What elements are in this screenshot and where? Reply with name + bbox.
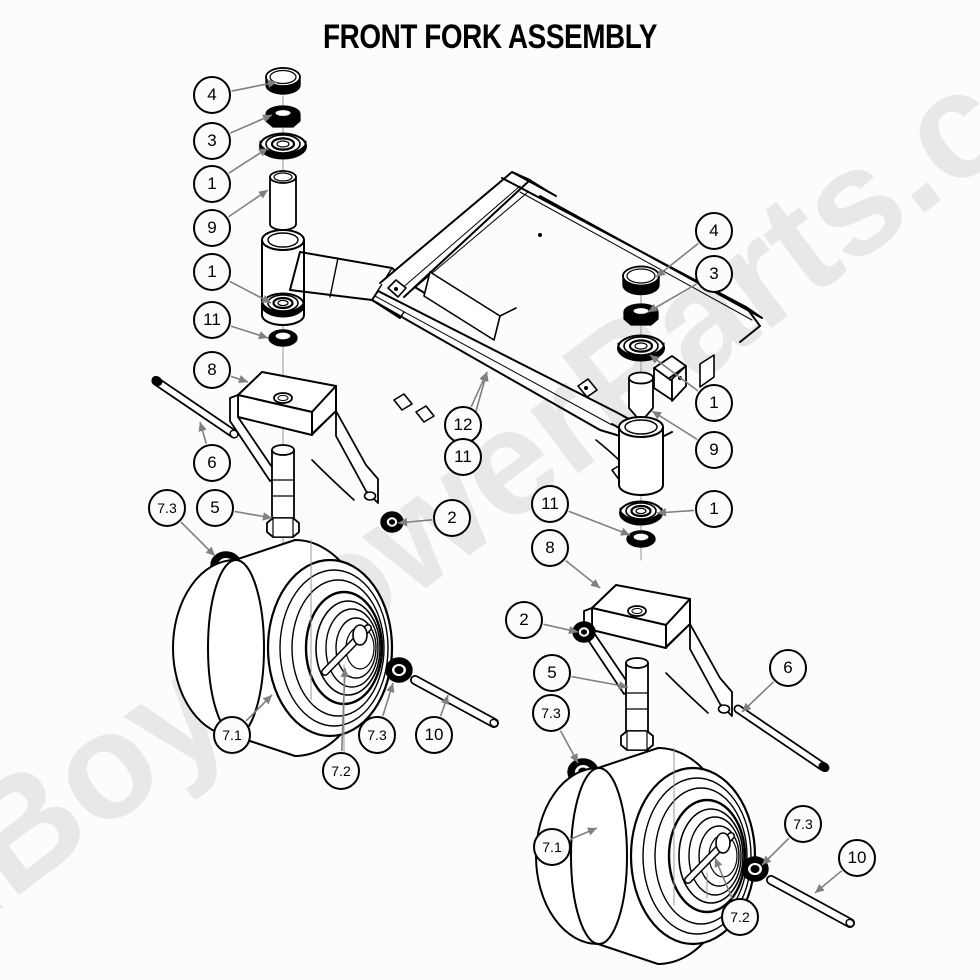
callout-arrowhead — [657, 508, 667, 517]
callout-bubble-3[interactable]: 3 — [695, 255, 733, 293]
callout-bubble-7-3[interactable]: 7.3 — [358, 716, 396, 754]
callout-arrowhead — [198, 422, 207, 432]
callout-bubble-7-3[interactable]: 7.3 — [532, 694, 570, 732]
callout-arrowhead — [656, 268, 666, 277]
callout-arrowhead — [205, 546, 215, 556]
callout-bubble-4[interactable]: 4 — [193, 76, 231, 114]
callout-arrowhead — [650, 355, 660, 364]
callout-arrowhead — [386, 683, 395, 693]
part-bearing-lower-right — [619, 500, 663, 526]
callout-bubble-1[interactable]: 1 — [193, 253, 231, 291]
callout-bubble-2[interactable]: 2 — [505, 601, 543, 639]
callout-bubble-4[interactable]: 4 — [695, 212, 733, 250]
callout-arrowhead — [652, 411, 662, 420]
callout-leader — [655, 242, 699, 278]
callout-bubble-1[interactable]: 1 — [695, 384, 733, 422]
callout-bubble-5[interactable]: 5 — [196, 489, 234, 527]
callout-arrowhead — [258, 331, 268, 340]
callout-leader — [647, 283, 698, 313]
part-long-bolt-left — [151, 375, 239, 439]
page-title: FRONT FORK ASSEMBLY — [322, 18, 658, 56]
callout-bubble-7-2[interactable]: 7.2 — [322, 752, 360, 790]
part-dust-cap-right — [622, 265, 660, 296]
part-washer-left — [268, 329, 298, 347]
callout-arrowhead — [587, 827, 597, 836]
callout-bubble-10[interactable]: 10 — [415, 716, 453, 754]
callout-arrowhead — [618, 681, 628, 690]
callout-arrowhead — [262, 512, 272, 521]
callout-arrowhead — [262, 695, 272, 705]
callout-bubble-9[interactable]: 9 — [193, 209, 231, 247]
callout-arrowhead — [480, 372, 489, 382]
part-long-bolt-right — [733, 704, 830, 773]
part-spacer-tube-right — [618, 416, 664, 496]
part-axle-rod-right — [766, 875, 855, 928]
part-spacer-tube-left — [269, 170, 297, 231]
callout-arrowhead — [568, 625, 578, 635]
callout-bubble-11[interactable]: 11 — [193, 301, 231, 339]
callout-arrowhead — [648, 303, 658, 312]
callout-bubble-6[interactable]: 6 — [769, 649, 807, 687]
part-fork-yoke-left — [229, 371, 379, 504]
callout-arrowhead — [267, 79, 277, 88]
part-wheel-bearing-right-inner — [741, 856, 769, 882]
part-bearing-lower-left — [261, 292, 305, 318]
callout-arrowhead — [714, 858, 723, 868]
callout-bubble-8[interactable]: 8 — [531, 529, 569, 567]
callout-arrowhead — [258, 190, 268, 199]
callout-bubble-5[interactable]: 5 — [533, 654, 571, 692]
callout-arrowhead — [441, 695, 449, 705]
callout-arrowhead — [340, 668, 349, 678]
part-fork-bolt-left — [266, 444, 300, 538]
part-bearing-upper-left — [259, 132, 307, 160]
callout-bubble-11[interactable]: 11 — [531, 485, 569, 523]
callout-bubble-7-3[interactable]: 7.3 — [784, 805, 822, 843]
callout-bubble-8[interactable]: 8 — [193, 351, 231, 389]
callout-bubble-3[interactable]: 3 — [193, 122, 231, 160]
callout-bubble-7-1[interactable]: 7.1 — [533, 828, 571, 866]
callout-bubble-2[interactable]: 2 — [433, 499, 471, 537]
callout-arrowhead — [815, 884, 825, 893]
callout-arrowhead — [398, 517, 408, 527]
callout-arrowhead — [590, 579, 600, 588]
part-wheel-bearing-left-inner — [385, 657, 413, 683]
part-lock-nut-left — [265, 105, 301, 128]
callout-arrowhead — [238, 375, 248, 384]
part-washer-right — [626, 530, 656, 548]
part-fork-bolt-right — [620, 657, 654, 751]
callout-arrowhead — [620, 527, 630, 536]
part-fork-yoke-right — [583, 584, 733, 717]
callout-bubble-1[interactable]: 1 — [193, 165, 231, 203]
callout-leader — [340, 667, 346, 752]
callout-bubble-7-3[interactable]: 7.3 — [148, 489, 186, 527]
frame-right-pivot-stub — [628, 371, 654, 423]
callout-arrowhead — [261, 295, 271, 303]
callout-arrowhead — [262, 114, 272, 123]
part-axle-rod-left — [410, 675, 499, 728]
part-spacer-nut-left — [380, 511, 404, 533]
callout-leader — [649, 354, 699, 392]
callout-bubble-10[interactable]: 10 — [838, 839, 876, 877]
callout-arrowhead — [762, 855, 772, 865]
callout-bubble-9[interactable]: 9 — [695, 431, 733, 469]
callout-bubble-1[interactable]: 1 — [695, 490, 733, 528]
callout-arrowhead — [258, 148, 268, 157]
callout-leader — [571, 675, 629, 688]
part-bearing-upper-right — [617, 334, 665, 362]
callout-arrowhead — [742, 702, 752, 712]
callout-bubble-7-2[interactable]: 7.2 — [721, 898, 759, 936]
callout-arrowhead — [570, 753, 578, 763]
callout-bubble-6[interactable]: 6 — [193, 444, 231, 482]
part-wheel-left — [172, 539, 394, 757]
callout-leader — [568, 510, 631, 536]
callout-bubble-11[interactable]: 11 — [444, 438, 482, 476]
callout-bubble-12[interactable]: 12 — [444, 406, 482, 444]
part-frame-main — [289, 171, 763, 487]
part-dust-cap-left — [265, 67, 301, 95]
callout-bubble-7-1[interactable]: 7.1 — [213, 716, 251, 754]
